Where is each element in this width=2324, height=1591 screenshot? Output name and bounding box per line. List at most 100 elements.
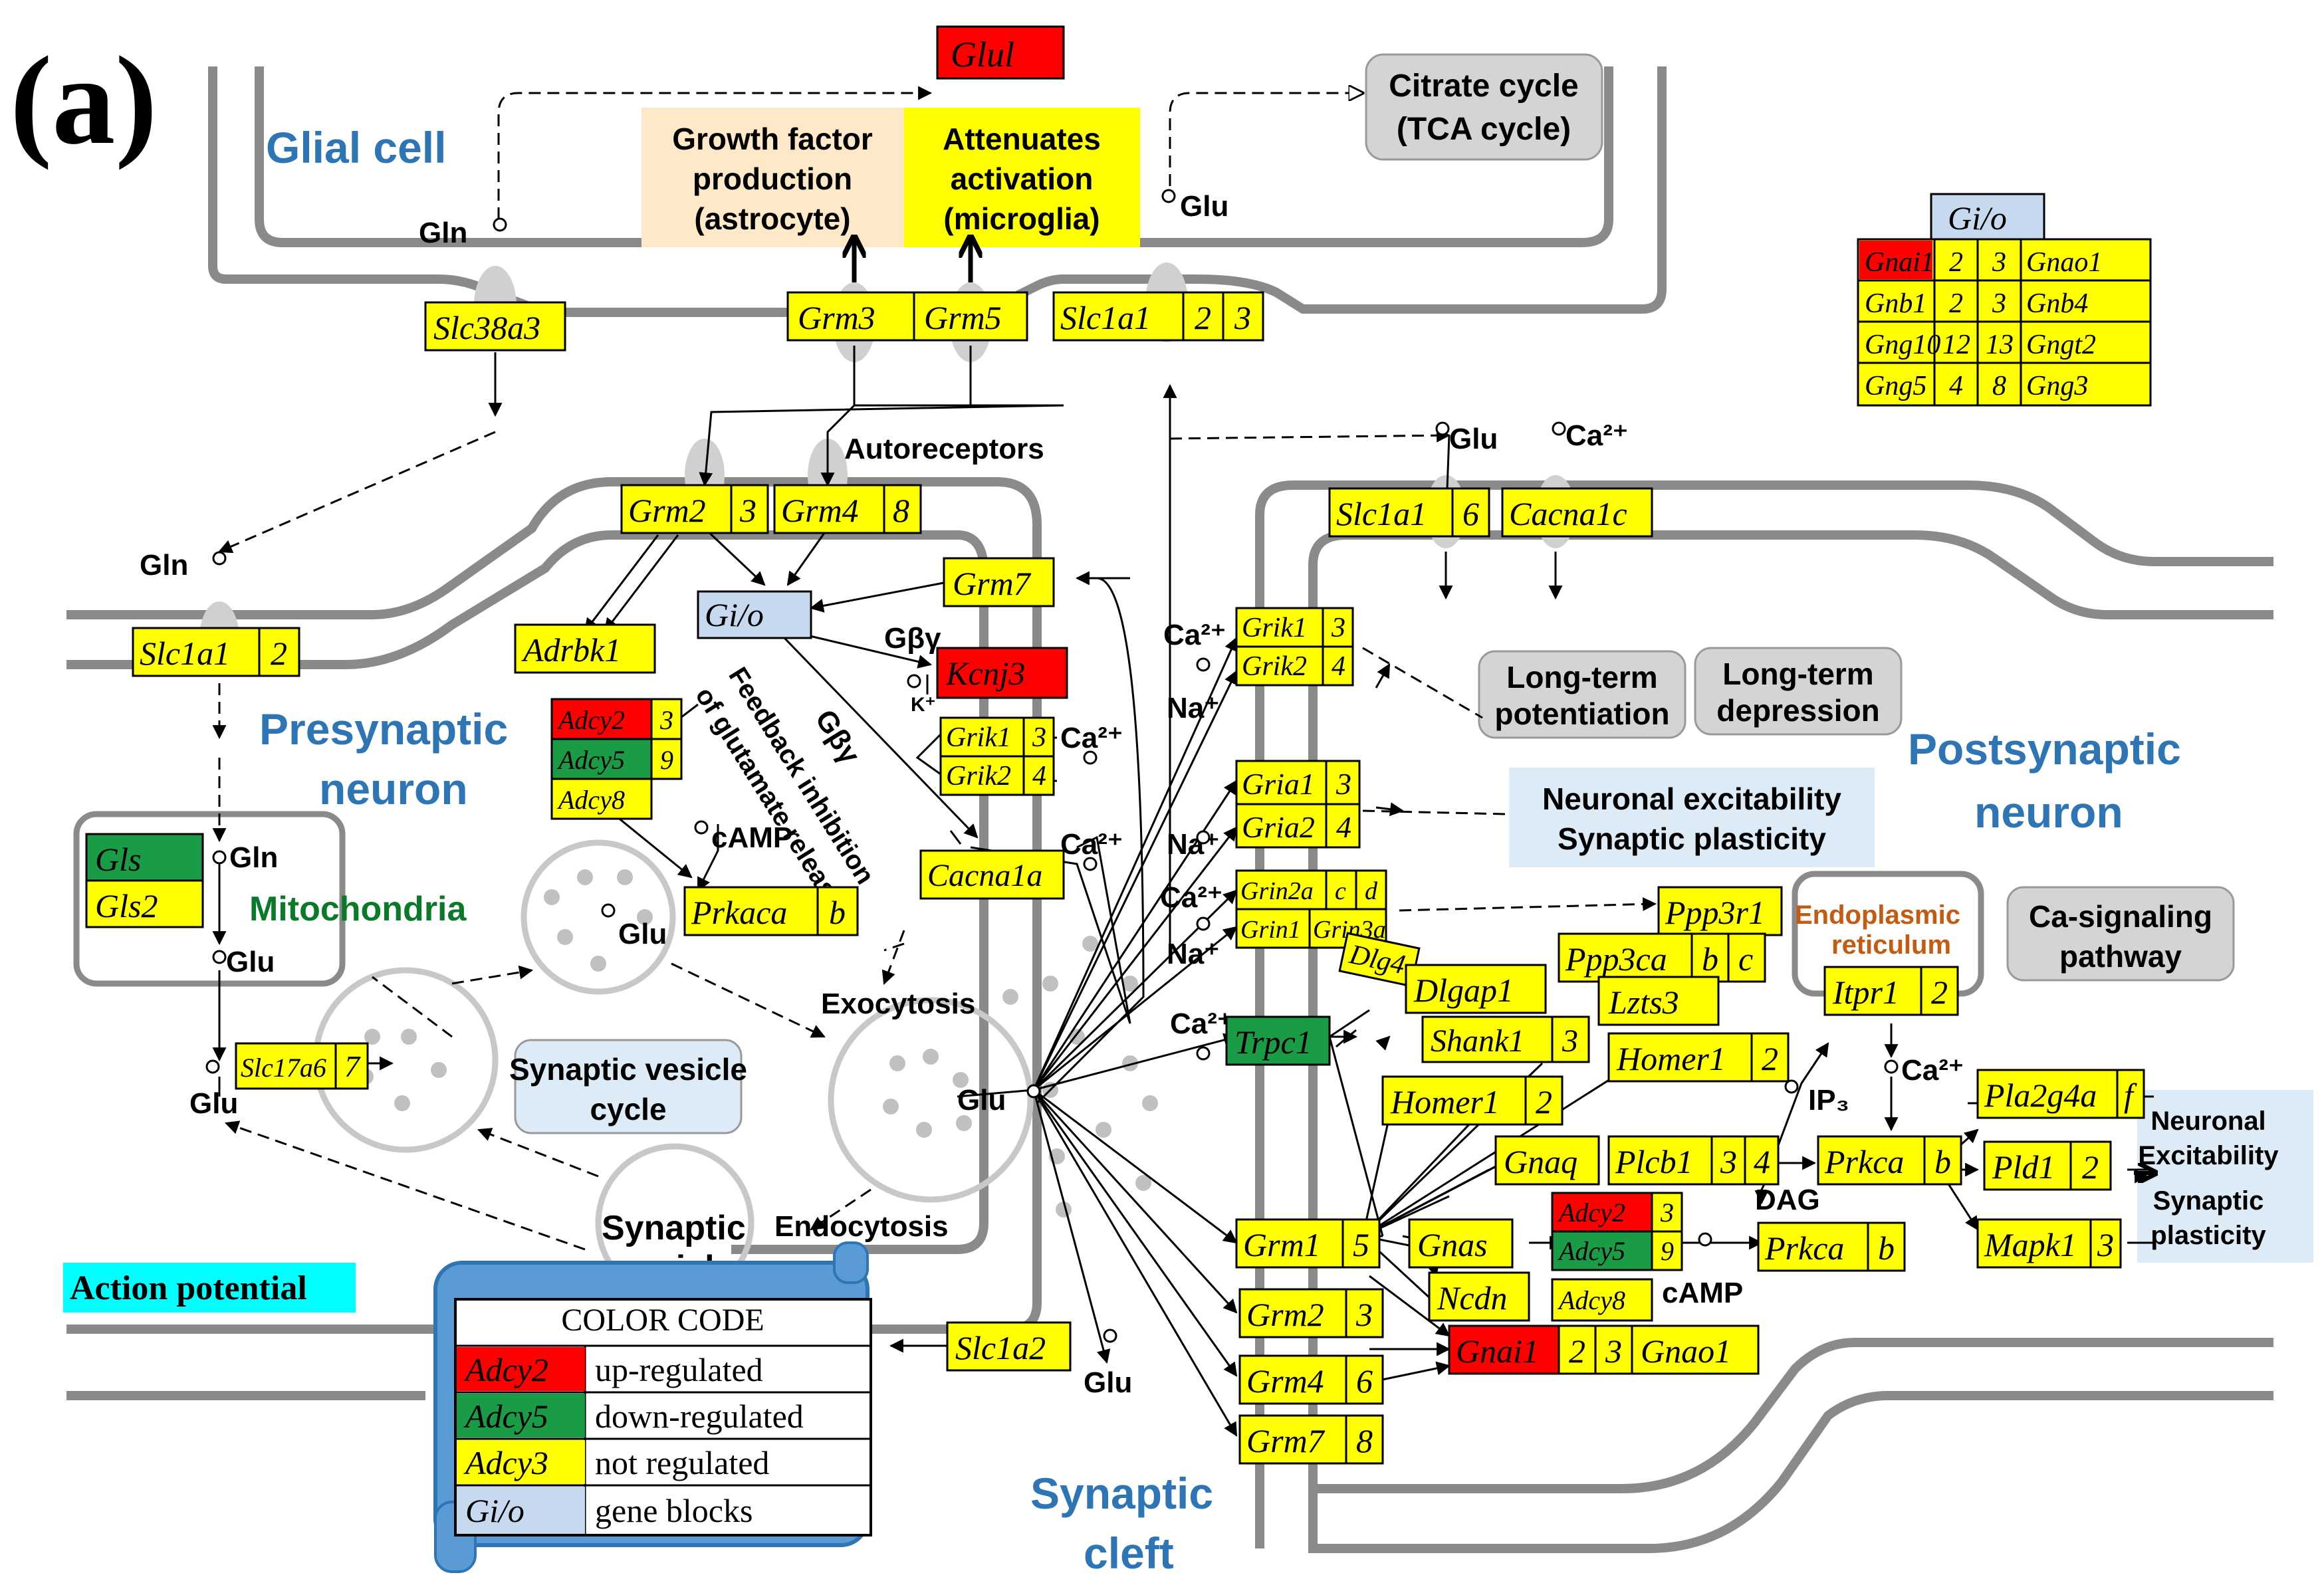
gene-box-pla2g4a-f	[2116, 1069, 2145, 1119]
gene-box-gnas	[1408, 1218, 1514, 1269]
mitochondria-label: Mitochondria	[249, 890, 467, 928]
gene-box-kcnj3	[936, 647, 1068, 699]
gio-r1-3: 3	[1992, 247, 2006, 278]
gene-box-prkca-a-b	[1923, 1135, 1962, 1186]
glu-label-post: Glu	[1449, 423, 1498, 455]
gene-cacna1a: Cacna1a	[927, 858, 1042, 893]
suffix-slc17a6-7: 7	[344, 1049, 361, 1083]
ca-label-post: Ca²⁺	[1566, 419, 1628, 452]
gene-box-grik1-post	[1235, 607, 1324, 648]
suffix-prkca-b-b: b	[1878, 1229, 1895, 1267]
legend-gene-not: Adcy3	[463, 1444, 548, 1481]
gene-box-slc1a1-post	[1328, 487, 1454, 538]
gene-box-prkca-b	[1757, 1221, 1869, 1272]
attenuates-line1: Attenuates	[943, 122, 1101, 156]
gene-box-trpc1	[1225, 1015, 1331, 1066]
action-potential-box	[63, 1263, 356, 1313]
gene-box-shank1	[1421, 1015, 1554, 1063]
gene-box-ppp3ca	[1558, 932, 1693, 983]
gene-kcnj3: Kcnj3	[945, 655, 1025, 692]
postsynaptic-membrane	[1255, 480, 2273, 1553]
citrate-cycle-box	[1365, 53, 1603, 161]
gene-grm2-post: Grm2	[1246, 1296, 1324, 1333]
suffix-shank1-3: 3	[1562, 1023, 1578, 1059]
glu-label-slc1a2: Glu	[1084, 1366, 1132, 1399]
gio-r2-3: 3	[1992, 288, 2006, 319]
er-label-2: reticulum	[1831, 930, 1951, 960]
gene-box-mapk1-3	[2089, 1218, 2122, 1269]
gene-grm4-post: Grm4	[1246, 1362, 1324, 1400]
gene-box-gnai1-3	[1594, 1325, 1633, 1375]
neuronal-excitability-right-box	[2137, 1090, 2313, 1263]
synaptic-vesicle-label-1: Synaptic	[602, 1209, 746, 1247]
gene-box-lzts3	[1597, 976, 1720, 1026]
suffix-adcy2-post-3: 3	[1660, 1198, 1674, 1227]
gene-gnas: Gnas	[1417, 1226, 1488, 1263]
gene-prkca-b: Prkca	[1764, 1229, 1844, 1267]
gene-adcy2-post: Adcy2	[1557, 1198, 1625, 1227]
gby-label-1: Gβγ	[884, 622, 941, 655]
synaptic-cleft-label-2: cleft	[1084, 1529, 1174, 1578]
glu-label-mito: Glu	[226, 946, 275, 978]
gio-gng10: Gng10	[1865, 330, 1940, 360]
gio-r3-12: 12	[1942, 330, 1970, 360]
ltd-line1: Long-term	[1722, 657, 1873, 691]
suffix-grm1-5: 5	[1353, 1226, 1369, 1263]
gio-table	[1857, 238, 2152, 407]
gene-slc1a1-pre: Slc1a1	[140, 635, 230, 672]
gene-box-adcy5-post-9	[1651, 1230, 1683, 1271]
glu-label-center: Glu	[957, 1084, 1006, 1116]
gene-box-cacna1a	[919, 849, 1065, 900]
legend-gene-block: Gi/o	[465, 1492, 524, 1529]
suffix-pld1-2: 2	[2082, 1148, 2099, 1186]
suffix-gria2-4: 4	[1336, 810, 1351, 844]
legend-title: COLOR CODE	[561, 1303, 764, 1338]
gene-trpc1: Trpc1	[1234, 1023, 1312, 1061]
gio-gng5: Gng5	[1865, 371, 1926, 401]
na-label-post-2: Na⁺	[1167, 828, 1219, 861]
ca-label-grik: Ca²⁺	[1060, 722, 1123, 754]
ca-signaling-line1: Ca-signaling	[2029, 899, 2212, 934]
gene-box-shank1-3	[1551, 1015, 1590, 1063]
gln-label-top: Gln	[419, 217, 467, 249]
gene-box-itpr1	[1823, 966, 1922, 1016]
ltd-box	[1694, 647, 1903, 736]
k-label: K⁺	[911, 694, 936, 716]
gene-itpr1: Itpr1	[1832, 974, 1899, 1011]
legend-scroll	[433, 1241, 872, 1573]
autoreceptors-label: Autoreceptors	[844, 433, 1044, 465]
gene-box-grik1-post-3	[1322, 607, 1354, 648]
gio-gnb1: Gnb1	[1865, 288, 1926, 319]
gene-box-prkca-a	[1817, 1135, 1926, 1186]
action-potential-label: Action potential	[70, 1269, 307, 1307]
gene-box-prkaca-pre-b	[816, 886, 859, 936]
gene-plcb1: Plcb1	[1615, 1143, 1693, 1180]
gene-box-gnai1-2	[1558, 1325, 1597, 1375]
presynaptic-label-2: neuron	[319, 764, 468, 813]
gene-gnai1: Gnai1	[1456, 1332, 1539, 1370]
suffix-grik2-pre-4: 4	[1032, 761, 1046, 792]
gene-box-plcb1-4	[1744, 1135, 1780, 1186]
svc-line2: cycle	[590, 1092, 666, 1126]
na-label-post-3: Na⁺	[1167, 938, 1219, 970]
gene-box-prkaca-pre	[683, 886, 819, 936]
gene-adcy8-pre: Adcy8	[556, 785, 625, 815]
postsynaptic-label-1: Postsynaptic	[1908, 724, 2181, 774]
gene-box-gria2	[1235, 803, 1328, 849]
gene-prkca-a: Prkca	[1824, 1143, 1904, 1180]
glu-label-left: Glu	[189, 1087, 238, 1120]
gene-slc38a3: Slc38a3	[433, 309, 540, 346]
gene-box-grik2-post-4	[1322, 645, 1354, 687]
gene-slc17a6: Slc17a6	[241, 1053, 326, 1083]
gene-box-grm2-post	[1238, 1288, 1347, 1338]
gene-box-plcb1-3	[1710, 1135, 1746, 1186]
gene-box-slc1a1-pre-2	[258, 627, 300, 677]
gene-box-homer1-b-2	[1524, 1075, 1564, 1126]
gene-adcy8-post: Adcy8	[1557, 1285, 1625, 1315]
gene-box-ppp3ca-c	[1727, 932, 1766, 983]
gene-box-pld1-2	[2069, 1140, 2112, 1191]
neuronal-excitability-line1: Neuronal excitability	[1542, 782, 1841, 816]
gene-grin2a: Grin2a	[1240, 877, 1314, 905]
gene-box-grm1-5	[1341, 1218, 1381, 1269]
attenuates-box	[904, 108, 1140, 247]
